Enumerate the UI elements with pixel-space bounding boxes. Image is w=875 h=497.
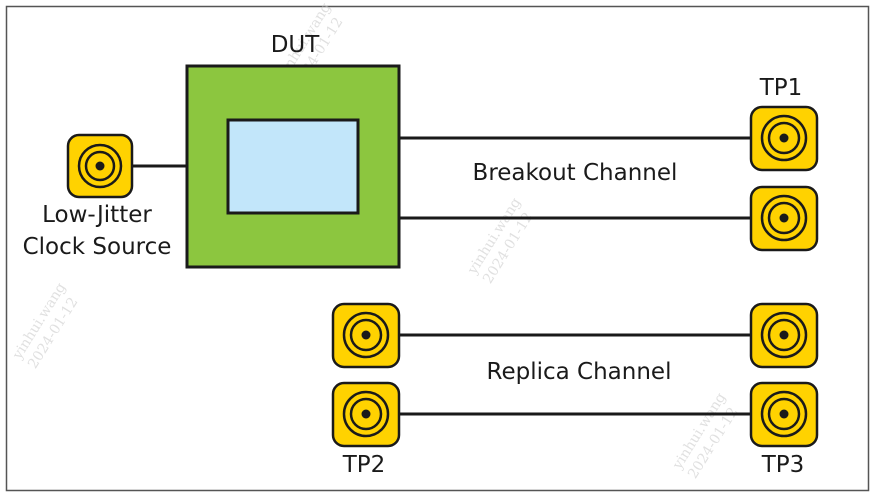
dut-block [185,64,401,269]
replica-right-top-connector [749,302,819,369]
replica-channel-label: Replica Channel [487,359,672,385]
tp1-label: TP1 [759,75,803,101]
watermark-3: yinhui.wang 2024-01-12 [9,280,81,372]
watermark-4: yinhui.wang 2024-01-12 [669,390,741,482]
wires [132,136,753,416]
breakout-channel-label: Breakout Channel [473,160,678,186]
tp3-connector [749,381,819,448]
watermark-2: yinhui.wang 2024-01-12 [464,195,536,287]
dut-label: DUT [271,32,321,58]
tp2-label: TP2 [342,452,386,478]
replica-left-top-connector [331,302,401,369]
diagram-frame [5,5,870,492]
dut-inner-chip [226,118,360,215]
clock-source-label-line2: Clock Source [23,234,172,260]
tp1-connector [749,105,819,172]
tp3-label: TP3 [761,452,805,478]
clock-source-label-line1: Low-Jitter [42,202,152,228]
clock-source-connector [66,133,134,199]
tp2-connector [331,381,401,448]
breakout-return-connector [749,185,819,252]
